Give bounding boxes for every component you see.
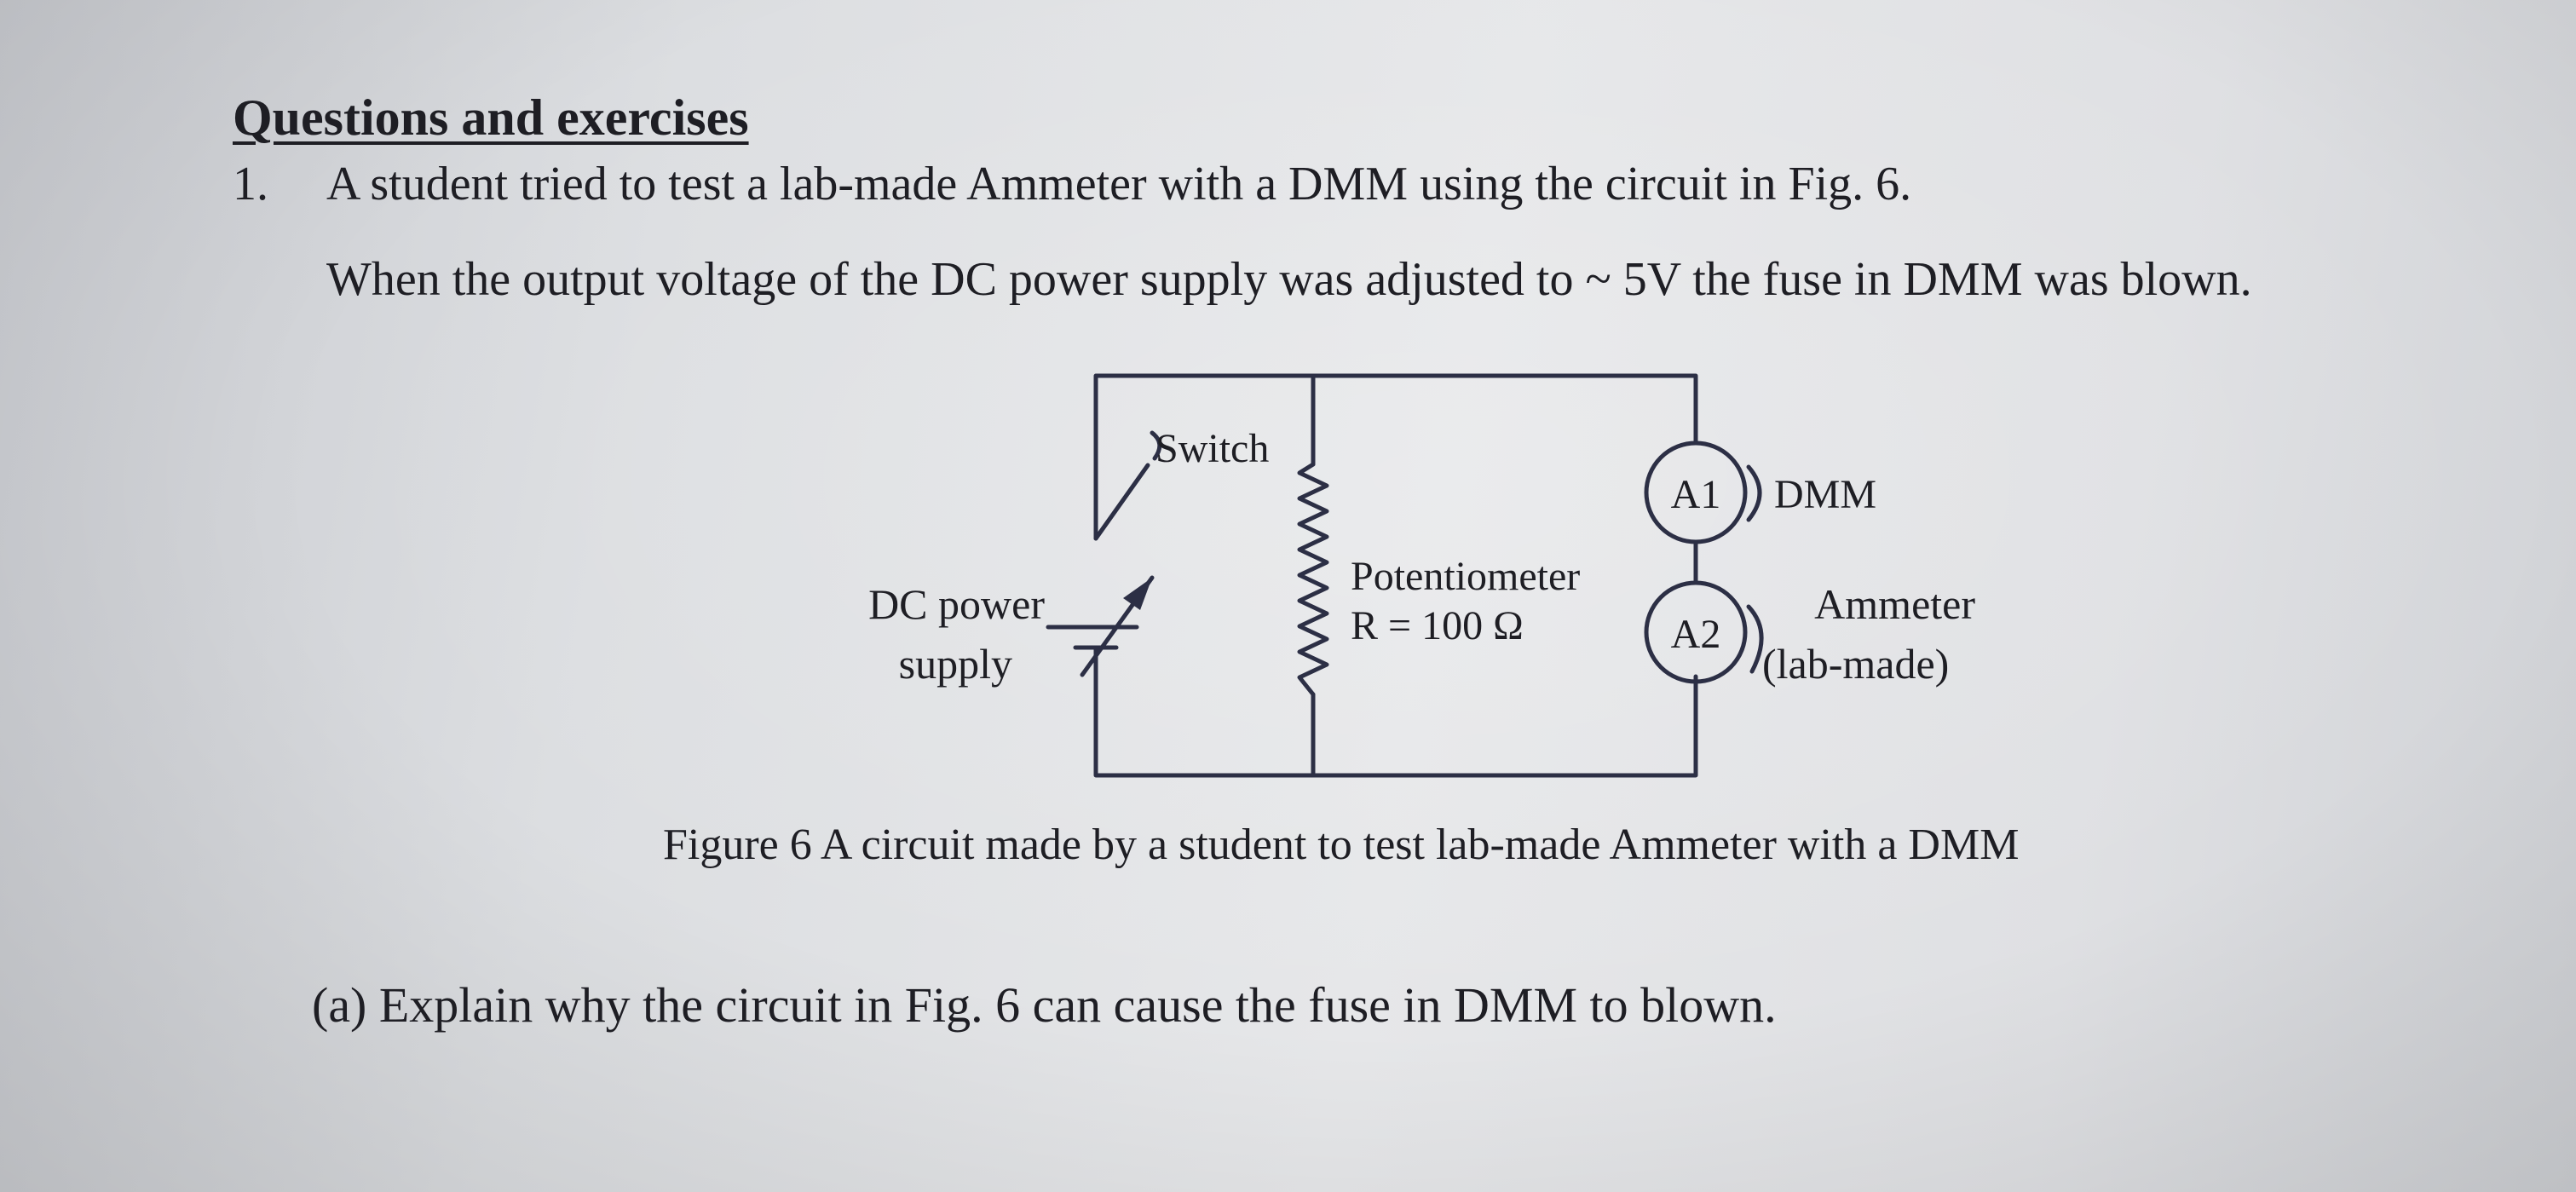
switch-symbol (1093, 463, 1150, 541)
switch-label: Switch (1155, 426, 1269, 471)
question-number: 1. (233, 158, 268, 210)
wire-left-loop (1093, 373, 1316, 778)
ammeter-label-line2: (lab-made) (1762, 640, 1949, 688)
dc-supply-label-line1: DC power (868, 580, 1045, 628)
dmm-label: DMM (1774, 472, 1876, 517)
dmm-callout (1746, 464, 1762, 522)
ammeter-a1-circle (1644, 441, 1748, 544)
potentiometer-value: R = 100 Ω (1351, 603, 1524, 648)
ammeter-a1-label: A1 (1671, 472, 1721, 517)
section-heading: Questions and exercises (233, 89, 749, 146)
ammeter-label-line1: Ammeter (1814, 580, 1975, 628)
question-text-line2: When the output voltage of the DC power … (326, 253, 2252, 306)
ammeter-a2-circle (1644, 580, 1748, 684)
figure-caption: Figure 6 A circuit made by a student to … (663, 821, 2020, 869)
switch-callout (1150, 430, 1162, 461)
question-text-line1: A student tried to test a lab-made Ammet… (326, 158, 1912, 210)
dc-supply-label-line2: supply (899, 640, 1012, 688)
ammeter-callout (1746, 604, 1764, 674)
potentiometer-label: Potentiometer (1351, 554, 1580, 599)
subquestion-a: (a) Explain why the circuit in Fig. 6 ca… (312, 977, 1777, 1033)
wire-bottom (1311, 674, 1698, 778)
wire-top (1311, 373, 1698, 446)
potentiometer-resistor-symbol (1297, 462, 1329, 697)
variable-arrow-head (1123, 578, 1152, 610)
ammeter-a2-label: A2 (1671, 612, 1721, 657)
